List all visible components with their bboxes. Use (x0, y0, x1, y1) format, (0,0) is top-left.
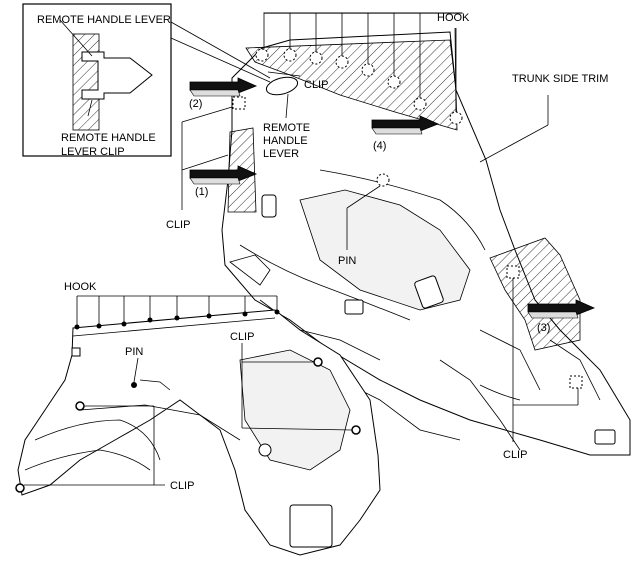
hook-callout-lines (263, 12, 463, 118)
label-clip-left: CLIP (166, 219, 190, 231)
lower-hook-markers (74, 309, 280, 330)
label-trunk-side-trim: TRUNK SIDE TRIM (512, 73, 608, 85)
lower-clip-marker-4 (351, 425, 361, 435)
clip-marker-far-right (569, 375, 583, 389)
arrow-step-2 (189, 77, 258, 97)
label-clip-bottom-right: CLIP (503, 449, 527, 461)
lower-trim-panel (17, 309, 381, 556)
label-pin-lower: PIN (125, 346, 143, 358)
lower-leader-lines (24, 343, 353, 486)
lower-clip-marker-2 (15, 483, 25, 493)
label-remote-1: REMOTE (263, 122, 310, 134)
clip-marker-left (232, 96, 246, 110)
label-remote-handle-lever-inset: REMOTE HANDLE LEVER (37, 14, 171, 26)
upper-trim-panel (221, 31, 631, 456)
label-remote-3: LEVER (263, 148, 299, 160)
label-step-1: (1) (195, 186, 208, 198)
arrow-step-1 (189, 165, 258, 185)
label-pin-right: PIN (338, 255, 356, 267)
leader-lines (181, 27, 579, 442)
inset-box (22, 3, 271, 157)
clip-marker-right (506, 265, 520, 279)
arrow-step-4 (371, 115, 440, 135)
lower-clip-marker-3 (313, 357, 323, 367)
arrow-step-3 (527, 299, 596, 319)
label-step-2: (2) (189, 98, 202, 110)
label-hook-top: HOOK (437, 12, 470, 24)
lower-hook-callout (76, 295, 278, 325)
lower-clip-marker-1 (75, 401, 85, 411)
hatched-area-top (245, 39, 458, 131)
lower-pin-marker (131, 382, 137, 388)
label-remote-2: HANDLE (263, 135, 308, 147)
lever-leader (285, 93, 289, 119)
label-hook-lower: HOOK (64, 281, 97, 293)
label-step-3: (3) (537, 322, 550, 334)
pin-marker-upper (376, 173, 390, 187)
hook-markers (255, 48, 463, 125)
label-step-4: (4) (373, 140, 386, 152)
label-clip-lower-middle: CLIP (230, 331, 254, 343)
label-clip-top: CLIP (304, 79, 328, 91)
label-remote-handle-lever-clip-2: LEVER CLIP (61, 146, 125, 158)
label-remote-handle-lever-clip-1: REMOTE HANDLE (61, 132, 156, 144)
remote-handle-lever-outline (265, 76, 299, 96)
label-clip-lower-bottom: CLIP (170, 480, 194, 492)
